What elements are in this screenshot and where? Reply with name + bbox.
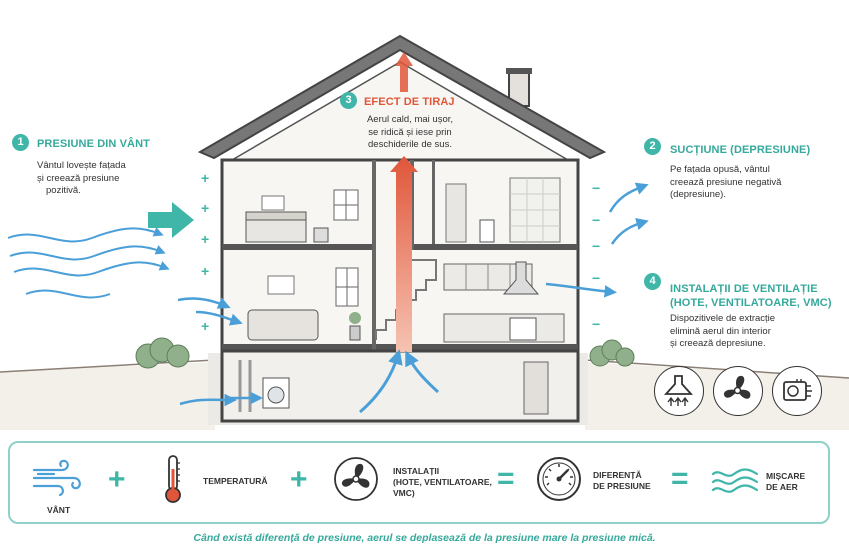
basement-airflow bbox=[359, 349, 403, 414]
step4-title-line: INSTALAȚII DE VENTILAȚIE bbox=[670, 283, 818, 295]
installations-label: INSTALAȚII (HOTE, VENTILATOARE, VMC) bbox=[393, 466, 492, 499]
bush-right bbox=[589, 339, 635, 367]
step4-text-line: și creează depresiune. bbox=[670, 338, 766, 349]
plus-sign: + bbox=[201, 231, 210, 247]
wind-label: VÂNT bbox=[47, 505, 71, 515]
plus-sign: + bbox=[201, 200, 210, 216]
house-illustration bbox=[0, 34, 849, 430]
step1-text-line: pozitivă. bbox=[46, 185, 81, 196]
equation-bar bbox=[8, 441, 830, 524]
pressure-difference-line: DE PRESIUNE bbox=[593, 481, 651, 491]
minus-sign: − bbox=[592, 180, 601, 196]
basement-airflow bbox=[405, 350, 440, 394]
ground bbox=[0, 362, 215, 430]
pressure-difference-line: DIFERENȚĂ bbox=[593, 470, 642, 480]
inlet-arrows bbox=[177, 297, 263, 407]
minus-sign: − bbox=[592, 316, 601, 332]
floor-upper bbox=[412, 244, 578, 250]
air-movement-line: DE AER bbox=[766, 482, 798, 492]
step1-text-line: Vântul lovește fațada bbox=[37, 160, 126, 171]
floor-upper bbox=[222, 244, 372, 250]
air-movement-label: MIȘCARE DE AER bbox=[766, 471, 805, 493]
minus-sign: − bbox=[592, 212, 601, 228]
installations-label-line: VMC) bbox=[393, 488, 415, 498]
toilet bbox=[479, 219, 495, 243]
step3-text: Aerul cald, mai ușor, se ridică și iese … bbox=[362, 114, 458, 152]
shaft-wall bbox=[372, 160, 376, 350]
chimney-cap bbox=[506, 68, 532, 74]
step3-text-line: se ridică și iese prin bbox=[368, 126, 452, 138]
step4-text-line: Dispozitivele de extracție bbox=[670, 313, 776, 324]
plus-operator: + bbox=[108, 463, 126, 496]
step3-number: 3 bbox=[340, 92, 357, 109]
equals-operator: = bbox=[497, 462, 515, 495]
bush-left bbox=[135, 337, 190, 369]
step1-title: PRESIUNE DIN VÂNT bbox=[37, 138, 150, 150]
step4-number: 4 bbox=[644, 273, 661, 290]
step3-text-line: deschiderile de sus. bbox=[368, 139, 452, 150]
step2-text-line: creează presiune negativă bbox=[670, 176, 782, 188]
basement-door bbox=[523, 361, 549, 415]
equals-operator: = bbox=[671, 462, 689, 495]
fan-icon bbox=[713, 366, 763, 416]
plant bbox=[349, 325, 361, 341]
picture bbox=[261, 195, 285, 211]
pressure-difference-label: DIFERENȚĂ DE PRESIUNE bbox=[593, 470, 651, 492]
step4-title-line: (HOTE, VENTILATOARE, VMC) bbox=[670, 297, 832, 309]
range-hood-icon bbox=[654, 366, 704, 416]
sofa bbox=[247, 309, 319, 341]
installations-label-line: (HOTE, VENTILATOARE, bbox=[393, 477, 492, 487]
minus-sign: − bbox=[592, 238, 601, 254]
pressure-gauge-icon bbox=[535, 455, 583, 508]
fan-icon bbox=[333, 456, 379, 507]
air-movement-icon bbox=[710, 467, 760, 502]
step3-title: EFECT DE TIRAJ bbox=[364, 96, 455, 108]
thermometer-icon bbox=[160, 453, 186, 510]
installations-label-line: INSTALAȚII bbox=[393, 466, 440, 476]
stack-effect-arrow bbox=[390, 156, 418, 352]
oven bbox=[509, 317, 537, 341]
plus-sign: + bbox=[201, 263, 210, 279]
picture bbox=[267, 275, 295, 295]
step2-text-line: Pe fațada opusă, vântul bbox=[670, 164, 770, 175]
outlet-arrows bbox=[545, 182, 649, 298]
bed bbox=[245, 217, 307, 243]
step2-text: Pe fațada opusă, vântul creează presiune… bbox=[670, 164, 830, 202]
step1-number: 1 bbox=[12, 134, 29, 151]
plus-sign: + bbox=[201, 170, 210, 186]
vmc-unit-icon bbox=[772, 366, 822, 416]
wind-waves bbox=[7, 227, 170, 299]
footer-note: Când există diferență de presiune, aerul… bbox=[193, 532, 656, 544]
upper-floor-divider bbox=[432, 160, 435, 244]
air-movement-line: MIȘCARE bbox=[766, 471, 806, 481]
step1-text: Vântul lovește fațada și creează presiun… bbox=[37, 160, 157, 198]
step3-text-line: Aerul cald, mai ușor, bbox=[366, 114, 454, 125]
plus-sign: + bbox=[201, 318, 210, 334]
bathroom-door bbox=[445, 183, 467, 243]
step2-number: 2 bbox=[644, 138, 661, 155]
temperature-label: TEMPERATURĂ bbox=[203, 476, 268, 486]
range-hood bbox=[502, 261, 540, 295]
step2-title: SUCȚIUNE (DEPRESIUNE) bbox=[670, 144, 811, 156]
wind-pressure-arrow bbox=[148, 202, 194, 238]
step1-text-line: și creează presiune bbox=[37, 172, 120, 184]
wind-icon bbox=[30, 456, 86, 505]
minus-sign: − bbox=[592, 270, 601, 286]
step4-text-line: elimină aerul din interior bbox=[670, 325, 771, 337]
roof bbox=[197, 34, 607, 160]
plus-operator: + bbox=[290, 463, 308, 496]
nightstand bbox=[313, 227, 329, 243]
step4-title: INSTALAȚII DE VENTILAȚIE (HOTE, VENTILAT… bbox=[670, 282, 832, 310]
kitchen-counter bbox=[443, 313, 565, 343]
step4-text: Dispozitivele de extracție elimină aerul… bbox=[670, 313, 830, 351]
exhaust-arrow bbox=[395, 52, 413, 92]
step2-text-line: (depresiune). bbox=[670, 189, 726, 200]
